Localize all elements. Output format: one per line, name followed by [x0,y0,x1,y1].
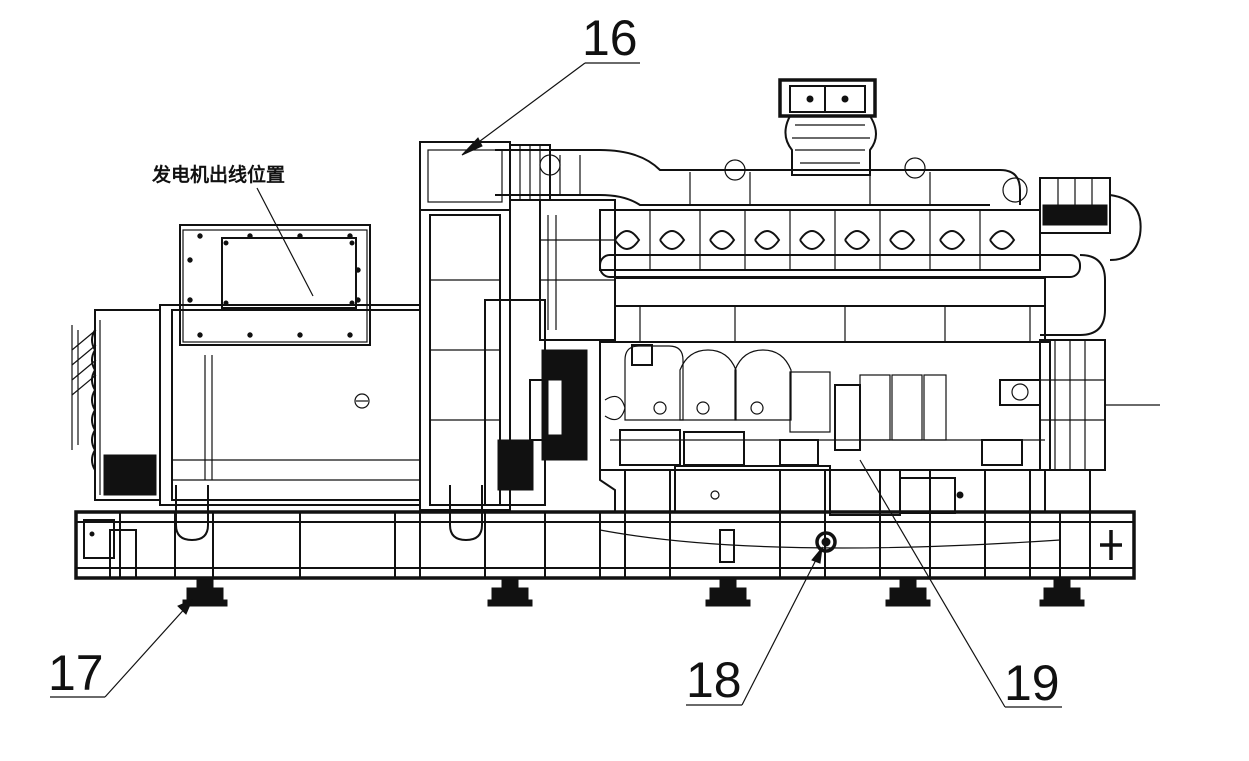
callout-18: 18 [686,652,742,708]
alternator [71,141,588,542]
base-frame [74,470,1136,580]
diesel-engine [495,78,1142,516]
leader-lines [50,62,1160,708]
anti-vibration-mounts [182,577,1085,607]
callout-16: 16 [582,10,638,66]
callout-19: 19 [1004,655,1060,711]
callout-17: 17 [48,645,104,701]
outlet-position-label: 发电机出线位置 [151,163,285,186]
